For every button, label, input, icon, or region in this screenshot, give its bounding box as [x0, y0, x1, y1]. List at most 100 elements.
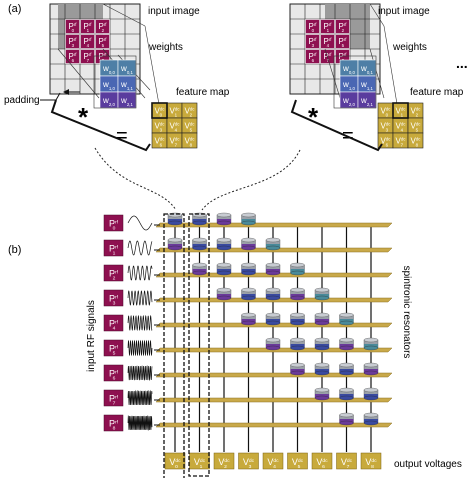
input-cell [80, 19, 95, 34]
input-cell [95, 19, 110, 34]
active-feature-cell [151, 102, 168, 119]
spintronic-resonator [216, 262, 232, 276]
input-cell [65, 19, 80, 34]
spintronic-resonator [241, 287, 256, 301]
panel-b-label: (b) [8, 244, 21, 256]
highlight-column-1 [188, 213, 210, 477]
output-voltage-block [287, 452, 308, 470]
input-image-label: input image [148, 6, 200, 17]
spintronic-resonator [241, 237, 256, 251]
output-voltage-block [311, 452, 333, 470]
weights-label: weights [148, 42, 183, 53]
spintronic-resonator [290, 262, 305, 276]
input-rf-block [103, 389, 124, 407]
spintronic-resonator [216, 237, 232, 251]
input-rf-block [103, 364, 124, 382]
feature-cell [181, 132, 198, 149]
padding-label: padding [4, 95, 40, 106]
spintronic-resonator [265, 262, 281, 276]
input-cell [305, 49, 320, 64]
spintronic-resonator [339, 362, 354, 376]
weight-cell-label: w1,0 [102, 80, 115, 91]
spintronic-resonator [265, 237, 281, 251]
spintronic-resonator [241, 262, 256, 276]
input-cell [320, 19, 335, 34]
spintronic-resonator [241, 312, 256, 326]
panel-b: (b) input RF signals spintronic resonato… [8, 212, 462, 478]
spintronic-resonator [192, 237, 207, 251]
input-cell [80, 34, 95, 49]
rf-waveform-icon [127, 240, 153, 256]
spintronic-resonator [363, 337, 379, 351]
right-axis-label: spintronic resonators [401, 266, 412, 359]
row-bus [155, 422, 393, 428]
rf-waveform-icon [127, 215, 153, 231]
spintronic-resonator [265, 312, 281, 326]
input-cell [305, 34, 320, 49]
spintronic-resonator [339, 312, 354, 326]
spintronic-resonator [290, 337, 305, 351]
weight-cell-label: w1,1 [360, 80, 373, 91]
spintronic-resonator [290, 362, 305, 376]
spintronic-resonator [339, 412, 354, 426]
output-voltage-block [360, 452, 382, 470]
feature-map-label-right: feature map [410, 87, 464, 98]
column-wires [174, 223, 372, 452]
weight-cell-label: w0,0 [102, 64, 115, 75]
input-rf-block [103, 339, 124, 357]
input-rf-block [103, 239, 124, 257]
output-voltage-block [238, 452, 259, 470]
spintronic-resonator [265, 337, 281, 351]
rf-waveforms [127, 215, 153, 431]
weight-cell-label: w1,0 [342, 80, 355, 91]
active-feature-cell [392, 102, 409, 119]
row-bus [155, 222, 393, 228]
output-voltage-block [262, 452, 284, 470]
input-rf-block [103, 214, 124, 232]
left-axis-label: input RF signals [86, 300, 97, 372]
resonator-array [167, 212, 379, 426]
panel-a-label: (a) [8, 3, 21, 15]
weight-cell-label: w2,0 [102, 96, 115, 107]
feature-cell [407, 132, 424, 149]
spintronic-resonator [192, 212, 207, 226]
input-cell [95, 34, 110, 49]
spintronic-resonator [167, 237, 183, 251]
